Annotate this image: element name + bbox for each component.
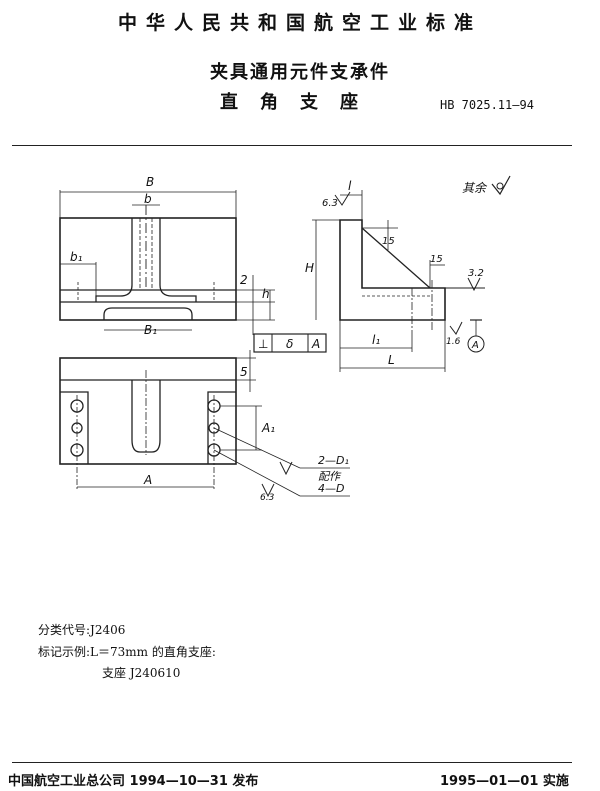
implementation-date: 1995—01—01 实施	[440, 774, 569, 789]
example-label: 标记示例:L＝73mm 的直角支座:	[38, 645, 216, 659]
dim-b: b	[144, 192, 152, 206]
label-2-D1: 2—D₁	[318, 454, 349, 467]
datum-A: A	[471, 340, 479, 351]
side-view	[312, 190, 485, 372]
roughness-6-3: 6.3	[322, 198, 338, 209]
top-rule	[12, 145, 572, 146]
tolerance-datum: A	[311, 337, 320, 351]
class-code: 分类代号:J2406	[38, 623, 126, 637]
standard-code: HB 7025.11—94	[440, 98, 534, 112]
label-fit: 配作	[318, 470, 342, 483]
dim-b1: b₁	[70, 250, 83, 264]
front-view	[59, 190, 275, 335]
roughness-6-3-b: 6.3	[260, 493, 275, 503]
issue-date: 中国航空工业总公司 1994—10—31 发布	[8, 774, 259, 789]
dim-15-edge: 15	[430, 254, 443, 265]
standard-org-header: 中华人民共和国航空工业标准	[117, 12, 482, 34]
bottom-rule	[12, 762, 572, 763]
label-4-D: 4—D	[318, 482, 344, 495]
dim-h: h	[262, 287, 270, 301]
tolerance-value: δ	[286, 337, 293, 351]
roughness-note	[491, 175, 511, 196]
document-subtitle: 直角支座	[220, 92, 380, 113]
tolerance-perp-symbol: ⊥	[258, 337, 268, 351]
technical-drawing: B b b₁ B₁ h 2 l 6.3 H 15 15 3.2 l₁ L 1.6…	[59, 175, 511, 503]
roughness-1-6: 1.6	[446, 337, 461, 347]
dim-l1: l₁	[372, 333, 380, 347]
dim-A1: A₁	[261, 421, 275, 435]
dim-H: H	[305, 261, 314, 275]
dim-B1: B₁	[144, 323, 157, 337]
roughness-3-2: 3.2	[468, 268, 484, 279]
dim-5: 5	[240, 365, 248, 379]
dim-L: L	[388, 353, 395, 367]
dim-A: A	[143, 473, 152, 487]
document-title: 夹具通用元件支承件	[210, 62, 390, 83]
dim-two: 2	[240, 273, 248, 287]
dim-l: l	[348, 179, 352, 193]
example-value: 支座 J240610	[102, 666, 181, 680]
remaining-roughness-note: 其余	[462, 181, 488, 195]
plan-view	[59, 350, 350, 498]
dim-B: B	[146, 175, 154, 189]
dim-15-chamfer: 15	[382, 236, 395, 247]
tolerance-frame	[253, 333, 327, 353]
